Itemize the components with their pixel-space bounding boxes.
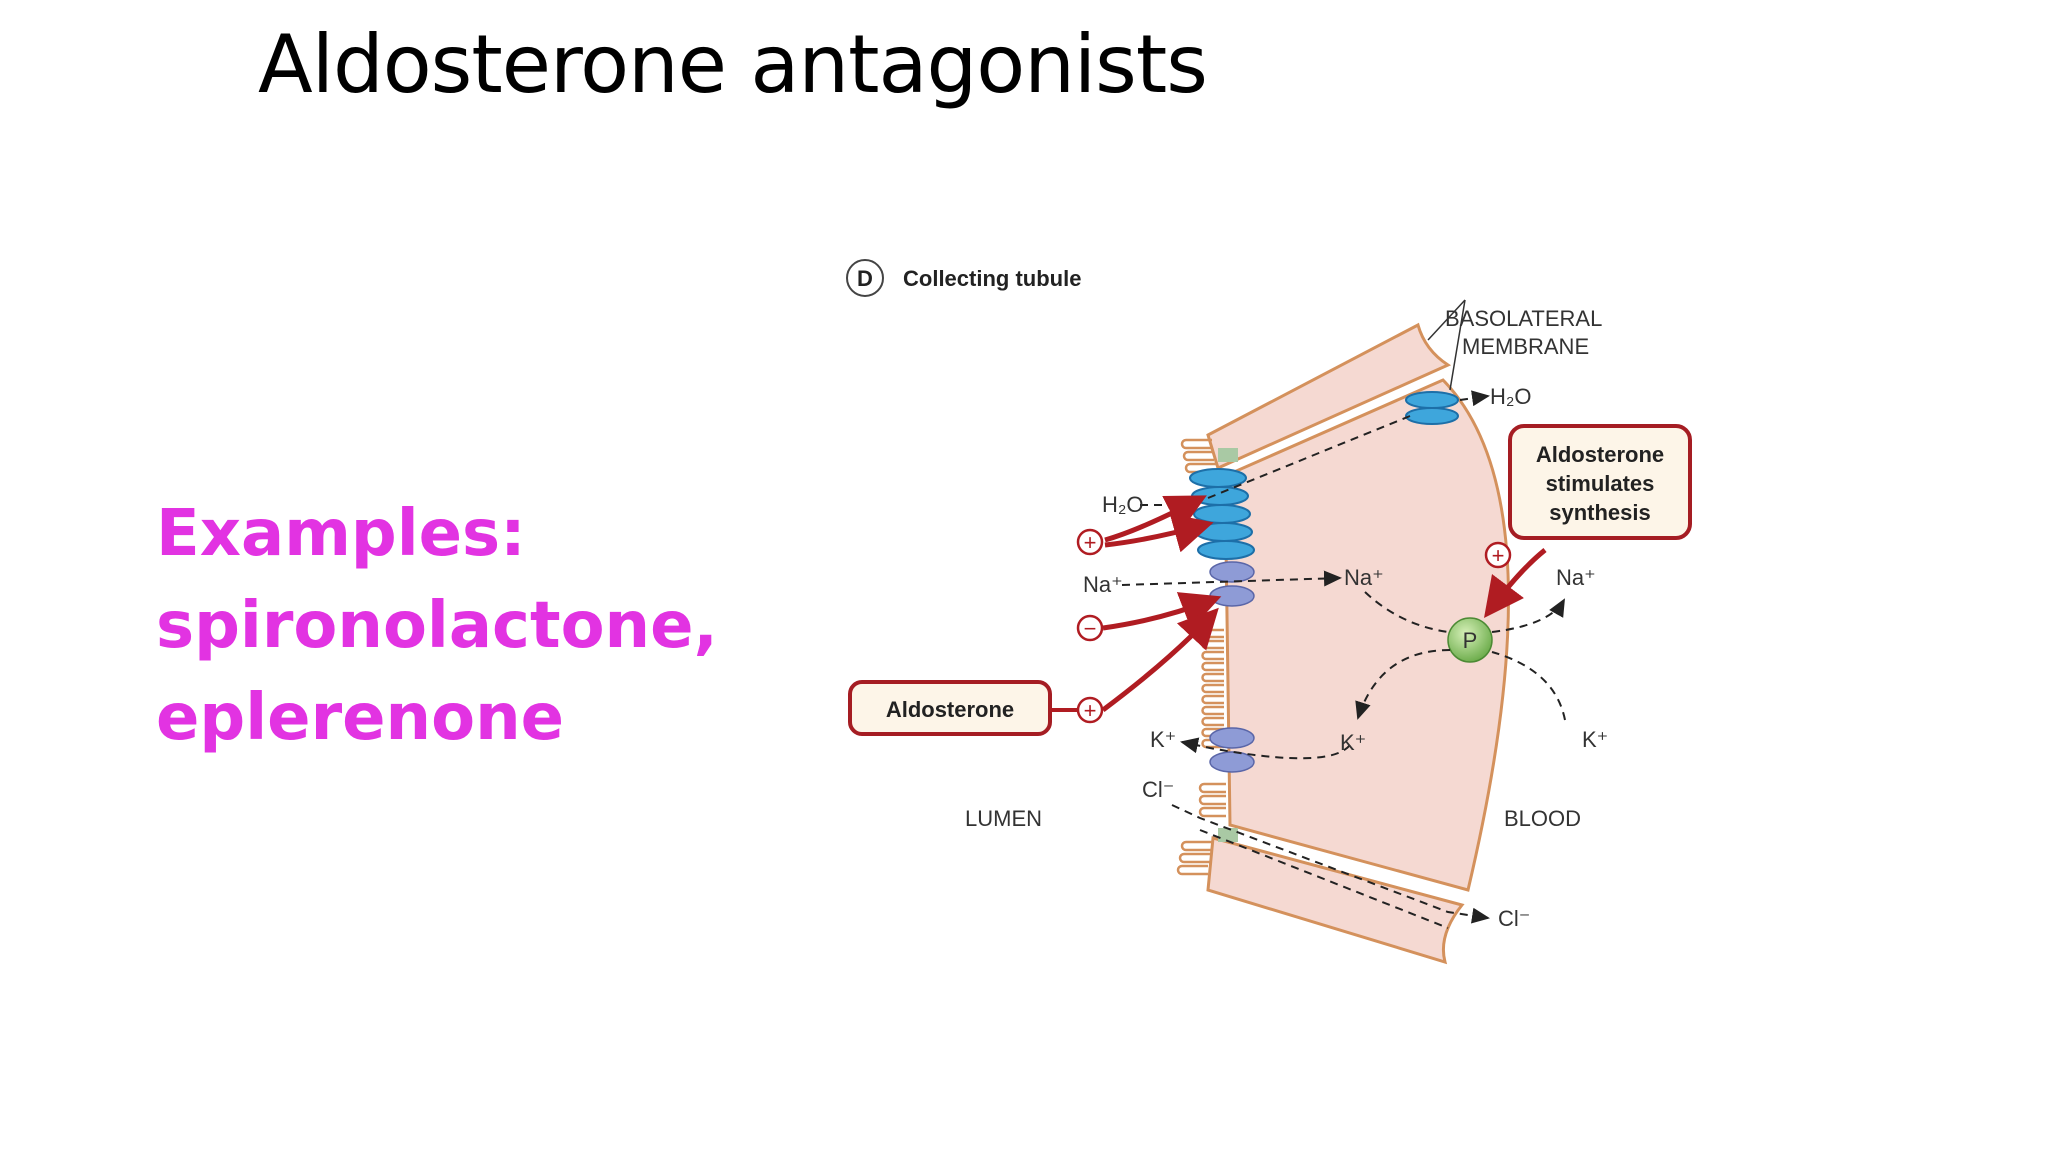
- path-na-cell-to-pump: [1364, 591, 1449, 633]
- panel-letter: D: [857, 266, 873, 291]
- basolateral-water-channel: [1405, 391, 1459, 425]
- example-spironolactone: spironolactone,: [156, 589, 718, 663]
- apical-na-channels: [1209, 561, 1255, 607]
- na-k-pump: P: [1447, 617, 1493, 663]
- panel-title: Collecting tubule: [903, 266, 1081, 291]
- basolateral-line2: MEMBRANE: [1462, 334, 1589, 359]
- aldosterone-synthesis-box: Aldosterone stimulates synthesis: [1508, 424, 1692, 540]
- aldosterone-arrows: [1101, 495, 1547, 713]
- collecting-tubule-diagram: D Collecting tubule: [846, 259, 1692, 965]
- path-k-blood-to-pump: [1491, 651, 1566, 721]
- blood-label: BLOOD: [1504, 806, 1581, 831]
- na-blood-label: Na⁺: [1556, 565, 1596, 590]
- basolateral-line1: BASOLATERAL: [1445, 306, 1602, 331]
- path-k-cell-to-lumen: [1180, 737, 1351, 760]
- plus-sign-aldosterone: +: [1084, 698, 1097, 723]
- panel-header: D Collecting tubule: [846, 259, 1081, 297]
- example-eplerenone: eplerenone: [156, 681, 565, 755]
- path-cl-paracellular-2: [1199, 829, 1449, 929]
- cl-blood-label: Cl⁻: [1498, 906, 1530, 931]
- lower-cell: [1206, 836, 1465, 965]
- na-cell-label: Na⁺: [1344, 565, 1384, 590]
- path-na-pump-to-blood: [1491, 598, 1565, 633]
- regulator-signs: + − + +: [1076, 528, 1512, 724]
- aldosterone-box: Aldosterone: [848, 680, 1078, 736]
- cl-lumen-label: Cl⁻: [1142, 777, 1174, 802]
- minus-sign-sodium: −: [1084, 616, 1097, 641]
- aldo-box-line2: stimulates: [1546, 471, 1655, 496]
- basolateral-leaders: [1427, 299, 1466, 391]
- slide-title: Aldosterone antagonists: [258, 18, 1208, 111]
- aldo-box-line3: synthesis: [1549, 500, 1651, 525]
- examples-heading: Examples:: [156, 497, 526, 571]
- k-blood-label: K⁺: [1582, 727, 1608, 752]
- upper-cell: [1206, 322, 1452, 471]
- tubule-cells: [1206, 322, 1510, 965]
- pump-label: P: [1463, 628, 1478, 653]
- tight-junction-lower: [1218, 828, 1238, 842]
- h2o-blood-label: H₂O: [1490, 384, 1532, 409]
- examples-text: Examples: spironolactone, eplerenone: [156, 488, 718, 764]
- aldosterone-label: Aldosterone: [886, 697, 1014, 722]
- h2o-lumen-label: H₂O: [1102, 492, 1144, 517]
- path-cl-paracellular: [1171, 804, 1490, 924]
- aldo-box-line1: Aldosterone: [1536, 442, 1664, 467]
- apical-k-channels: [1209, 727, 1255, 773]
- path-k-pump-to-cell: [1355, 649, 1451, 720]
- tight-junction-upper: [1218, 448, 1238, 462]
- na-lumen-label: Na⁺: [1083, 572, 1123, 597]
- k-lumen-label: K⁺: [1150, 727, 1176, 752]
- lumen-label: LUMEN: [965, 806, 1042, 831]
- path-h2o-to-blood: [1459, 390, 1490, 407]
- k-cell-label: K⁺: [1340, 730, 1366, 755]
- plus-sign-synthesis: +: [1492, 543, 1505, 568]
- diagram-labels: BASOLATERAL MEMBRANE H₂O H₂O Na⁺ Na⁺ Na⁺…: [965, 306, 1608, 931]
- plus-sign-water: +: [1084, 530, 1097, 555]
